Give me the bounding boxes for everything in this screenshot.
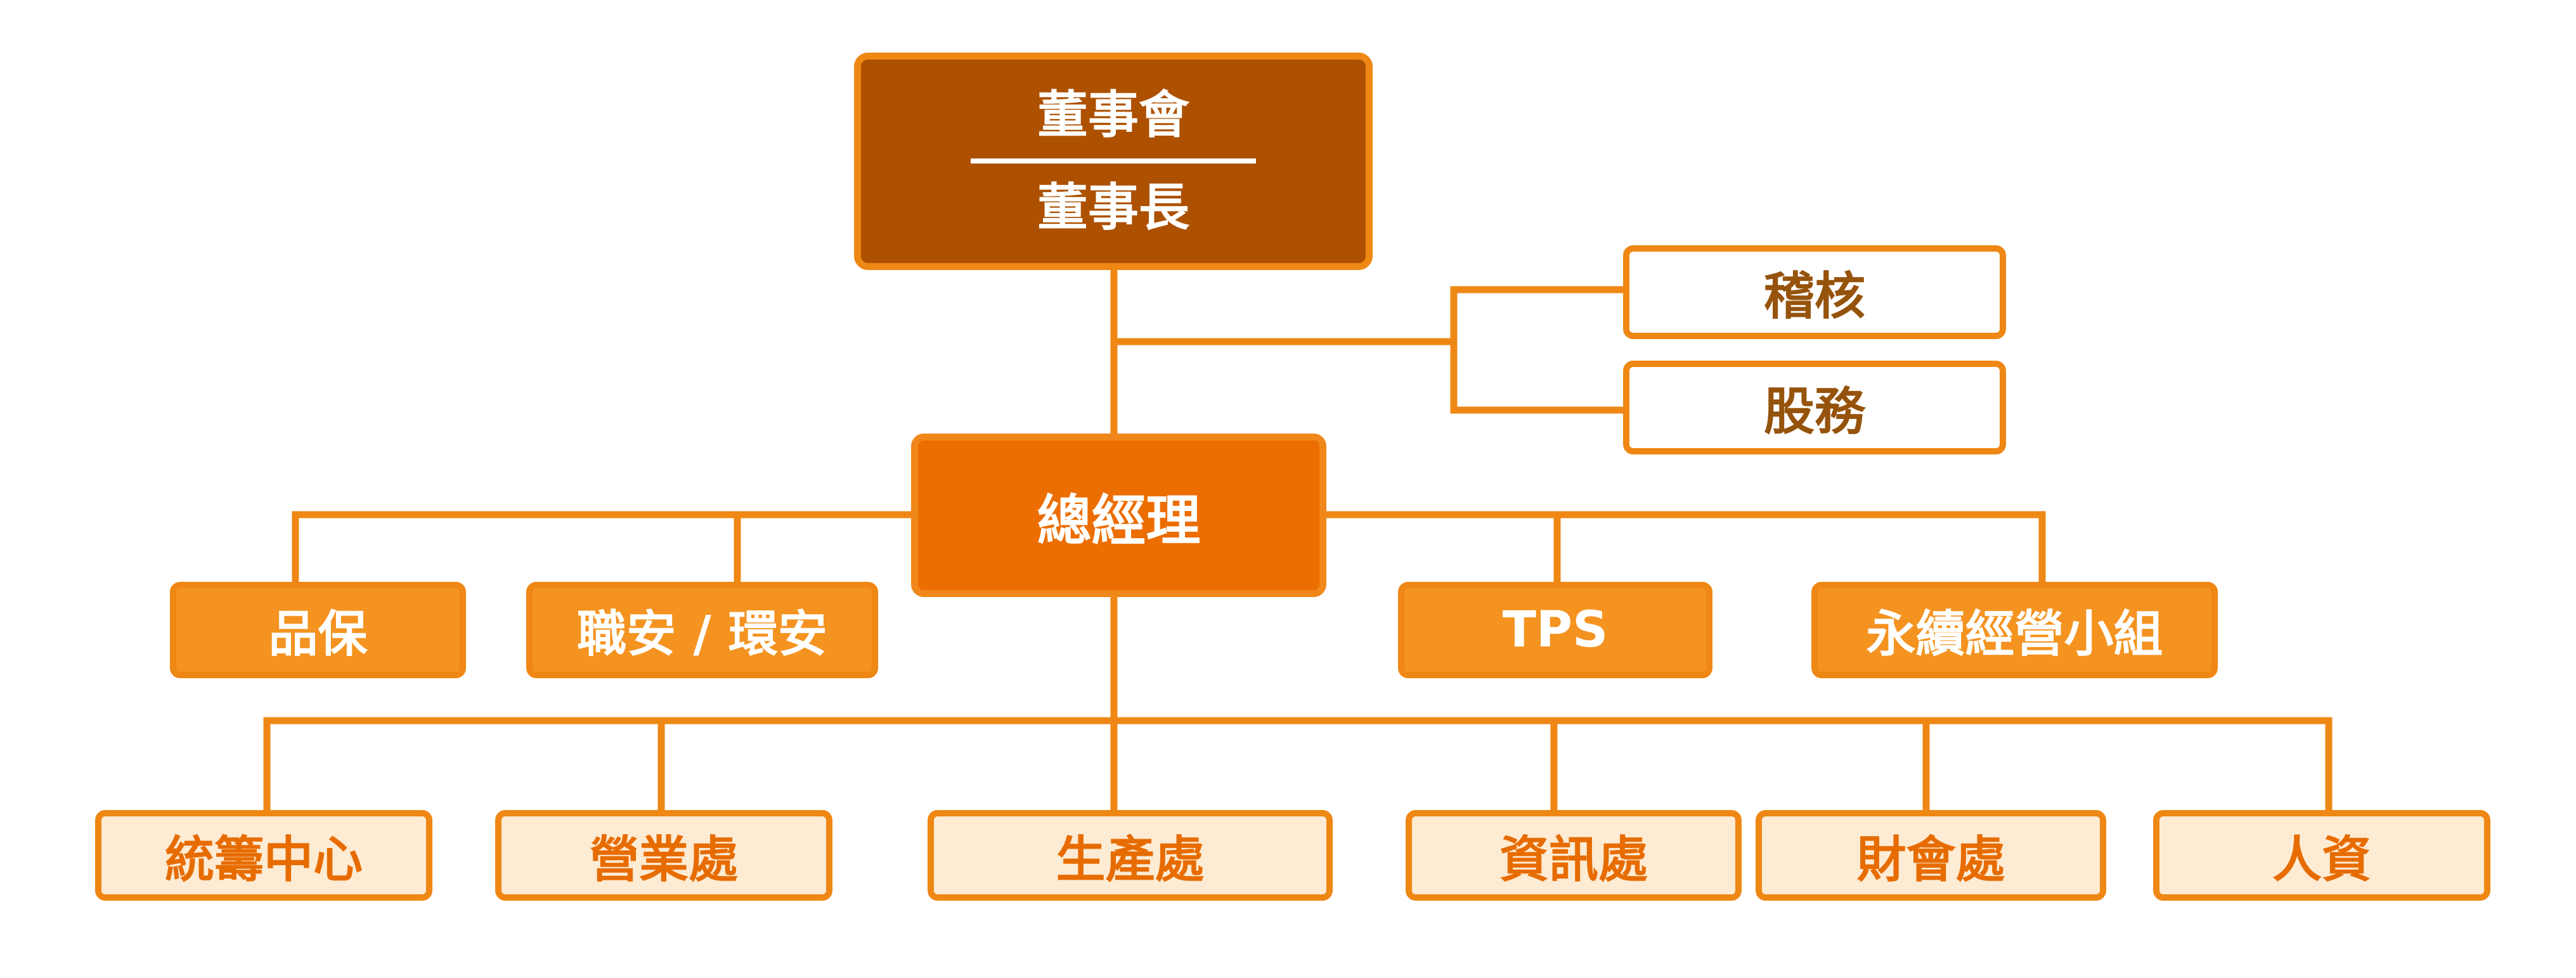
dept-label: 營業處: [589, 831, 738, 889]
staff-unit-label: 股務: [1764, 382, 1865, 441]
dept-information: 資訊處: [1406, 810, 1742, 901]
board-node: 董事會 董事長: [854, 53, 1373, 270]
board-divider: [971, 158, 1256, 164]
dept-label: 人資: [2272, 831, 2371, 889]
dept-human-resources: 人資: [2153, 810, 2490, 901]
dept-production: 生產處: [928, 810, 1333, 901]
dept-label: 資訊處: [1499, 831, 1648, 889]
dept-label: 財會處: [1856, 831, 2005, 889]
unit-tps: TPS: [1398, 582, 1712, 678]
dept-sales: 營業處: [495, 810, 832, 901]
unit-label: 品保: [268, 606, 368, 663]
general-manager-node: 總經理: [911, 434, 1326, 597]
dept-coordination-center: 統籌中心: [95, 810, 432, 901]
general-manager-label: 總經理: [1037, 489, 1201, 553]
unit-label: 永續經營小組: [1866, 606, 2163, 663]
unit-label: 職安 / 環安: [577, 606, 827, 663]
board-title: 董事會: [1037, 85, 1189, 145]
board-chair: 董事長: [1037, 177, 1189, 237]
unit-label: TPS: [1502, 602, 1608, 659]
staff-unit-shares: 股務: [1623, 361, 2006, 454]
staff-unit-audit: 稽核: [1623, 245, 2006, 339]
unit-quality-assurance: 品保: [170, 582, 466, 678]
staff-unit-label: 稽核: [1764, 267, 1865, 326]
dept-label: 生產處: [1056, 831, 1205, 889]
unit-sustainability-team: 永續經營小組: [1811, 582, 2218, 678]
dept-finance: 財會處: [1756, 810, 2106, 901]
unit-safety-environment: 職安 / 環安: [526, 582, 878, 678]
dept-label: 統籌中心: [164, 831, 363, 889]
